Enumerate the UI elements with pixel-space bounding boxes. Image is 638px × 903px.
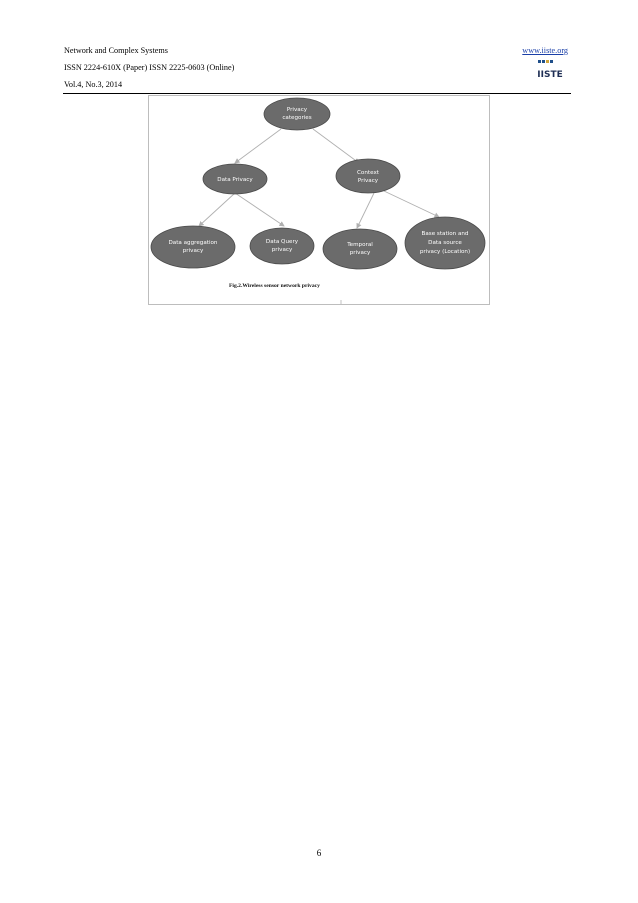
node-data-aggregation: Data aggregation privacy: [150, 225, 236, 269]
node-aggregation-label-2: privacy: [183, 248, 204, 254]
edge-context-temporal: [356, 192, 375, 229]
edge-data-aggregation: [198, 192, 236, 227]
node-temporal: Temporal privacy: [322, 228, 398, 270]
page-number: 6: [316, 848, 322, 858]
node-data-query: Data Query privacy: [249, 227, 315, 265]
node-data-privacy: Data Privacy: [202, 163, 268, 195]
node-data-privacy-label: Data Privacy: [217, 177, 253, 183]
node-root: Privacy categories: [263, 97, 331, 131]
node-temporal-label-2: privacy: [350, 250, 371, 256]
node-context-label-1: Context: [357, 170, 380, 176]
edge-context-base: [383, 190, 440, 218]
issn-line: ISSN 2224-610X (Paper) ISSN 2225-0603 (O…: [64, 63, 235, 72]
svg-text:IISTE: IISTE: [537, 70, 562, 80]
edge-data-query: [234, 192, 285, 227]
privacy-categories-figure: Privacy categories Data Privacy Context …: [148, 95, 490, 305]
iiste-logo: IISTE: [537, 59, 563, 81]
node-query-label-2: privacy: [272, 247, 293, 253]
node-base-station: Base station and Data source privacy (Lo…: [404, 216, 486, 270]
node-temporal-label-1: Temporal: [346, 242, 373, 248]
node-base-label-3: privacy (Location): [420, 249, 470, 255]
node-base-label-2: Data source: [428, 240, 462, 246]
node-query-label-1: Data Query: [266, 239, 299, 245]
node-root-label-2: categories: [282, 115, 311, 121]
node-aggregation-label-1: Data aggregation: [169, 240, 218, 246]
edge-root-context: [312, 128, 360, 164]
header-rule: [63, 93, 571, 94]
journal-name: Network and Complex Systems: [64, 46, 168, 55]
node-base-label-1: Base station and: [422, 231, 469, 237]
edge-root-data: [234, 128, 282, 164]
volume-line: Vol.4, No.3, 2014: [64, 80, 123, 89]
figure-caption: Fig.2.Wireless sensor network privacy: [229, 283, 320, 289]
website-link[interactable]: www.iiste.org: [522, 46, 568, 55]
node-context-privacy: Context Privacy: [335, 158, 401, 194]
node-root-label-1: Privacy: [287, 107, 308, 113]
figure-diagram: Privacy categories Data Privacy Context …: [150, 97, 486, 304]
node-context-label-2: Privacy: [358, 178, 379, 184]
edges: [198, 128, 440, 229]
